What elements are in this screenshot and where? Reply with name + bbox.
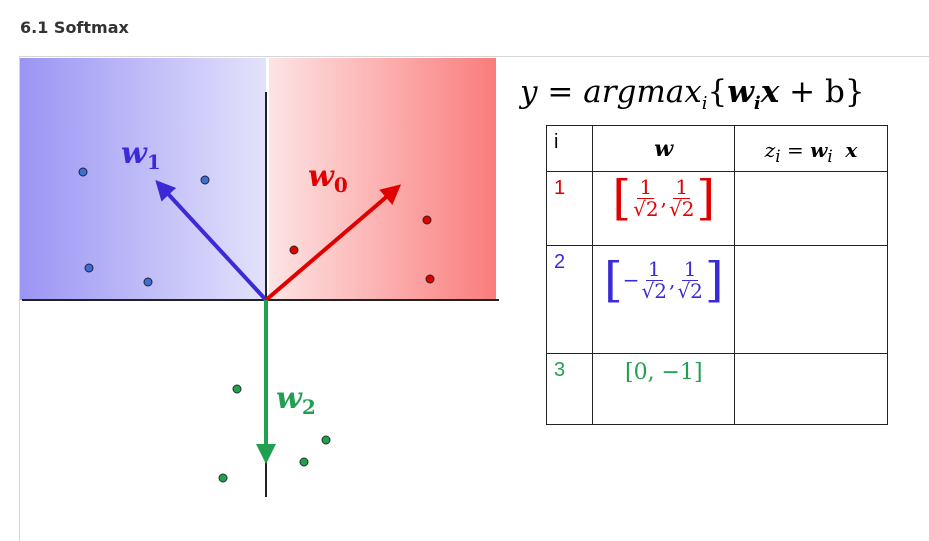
w-vector: [ − 1√2 , 1√2 ]: [604, 252, 724, 308]
eq-lhs: y: [520, 74, 538, 110]
section-divider: [20, 56, 929, 57]
eq-fn-sub: i: [701, 93, 708, 115]
class1-region: [20, 58, 266, 300]
class1-point: [143, 277, 153, 287]
header-w: w: [592, 125, 736, 172]
eq-w-sub: i: [753, 93, 761, 115]
class0-region: [269, 58, 496, 300]
row-index: 3: [545, 353, 594, 425]
class0-point: [425, 274, 435, 284]
class2-point: [232, 384, 242, 394]
class1-point: [84, 263, 94, 273]
eq-close-brace: }: [844, 74, 865, 110]
eq-equals: =: [547, 74, 574, 110]
w-vector: [ 1√2 , 1√2 ]: [612, 170, 716, 226]
eq-plus: +: [789, 74, 816, 110]
class2-point: [299, 457, 309, 467]
class0-point: [289, 245, 299, 255]
row-z-cell: [734, 245, 888, 354]
row-index: 1: [545, 171, 594, 246]
header-z: zi = wi x: [734, 125, 888, 172]
eq-w: w: [727, 74, 754, 110]
row-w-cell: [ − 1√2 , 1√2 ]: [592, 245, 736, 354]
w0-arrow: [264, 184, 402, 302]
table-row: 1 [ 1√2 , 1√2 ]: [545, 170, 888, 246]
eq-open-brace: {: [707, 74, 728, 110]
class1-point: [200, 175, 210, 185]
header-i: i: [545, 125, 594, 172]
row-z-cell: [734, 353, 888, 425]
weight-table: i w zi = wi x 1 [ 1√2 , 1√2 ] 2 [: [545, 125, 888, 425]
w0-label: w0: [308, 159, 348, 197]
w2-label: w2: [276, 381, 316, 419]
class0-point: [422, 215, 432, 225]
class2-point: [218, 473, 228, 483]
eq-fn: argmax: [583, 74, 702, 110]
class2-point: [321, 435, 331, 445]
w-vector: [0, −1]: [624, 360, 703, 385]
w1-arrow: [155, 180, 268, 302]
argmax-equation: y = argmaxi{wix + b}: [520, 74, 865, 114]
eq-b: b: [824, 74, 845, 110]
row-index: 2: [545, 245, 594, 354]
eq-x: x: [760, 74, 780, 110]
table-row: 3 [0, −1]: [545, 353, 888, 425]
slide-border: [19, 56, 20, 541]
table-row: 2 [ − 1√2 , 1√2 ]: [545, 245, 888, 354]
section-title: 6.1 Softmax: [20, 18, 129, 37]
row-z-cell: [734, 171, 888, 246]
table-header-row: i w zi = wi x: [545, 125, 888, 172]
class1-point: [78, 167, 88, 177]
row-w-cell: [0, −1]: [592, 353, 736, 425]
w1-label: w1: [121, 136, 161, 174]
row-w-cell: [ 1√2 , 1√2 ]: [592, 170, 736, 246]
